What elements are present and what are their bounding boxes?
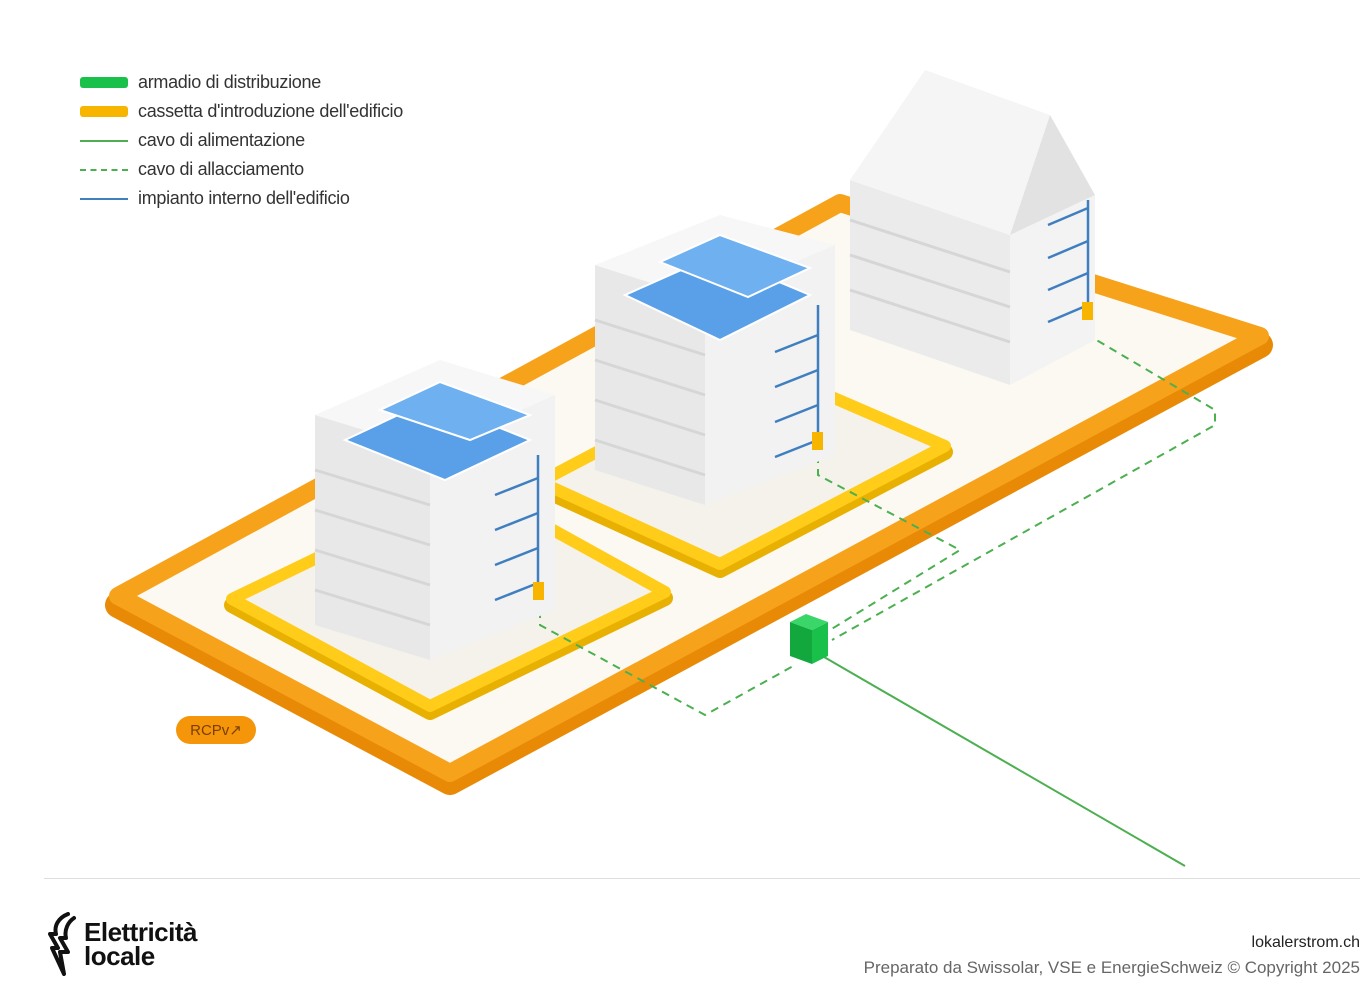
legend-item-entry-box: cassetta d'introduzione dell'edificio [80, 97, 403, 126]
copyright-text: Preparato da Swissolar, VSE e EnergieSch… [863, 958, 1360, 977]
website-link[interactable]: lokalerstrom.ch [1251, 934, 1360, 951]
brand-line2: locale [84, 941, 155, 971]
rcpv-badge[interactable]: RCPv↗ [176, 716, 256, 744]
building-entry-box-middle [812, 432, 823, 450]
building-middle [594, 215, 835, 505]
green-dashed-swatch [80, 168, 128, 171]
building-entry-box-left [533, 582, 544, 600]
legend-label: impianto interno dell'edificio [138, 188, 350, 208]
building-house [849, 70, 1095, 385]
brand-name: Elettricità locale [84, 917, 198, 971]
distribution-cabinet [790, 614, 828, 664]
lightning-plug-icon [48, 912, 76, 976]
legend-label: cavo di alimentazione [138, 130, 305, 150]
yellow-block-swatch [80, 106, 128, 117]
blue-line-swatch [80, 197, 128, 200]
legend-label: armadio di distribuzione [138, 72, 321, 92]
legend-label: cassetta d'introduzione dell'edificio [138, 101, 403, 121]
green-block-swatch [80, 77, 128, 88]
legend-item-internal-installation: impianto interno dell'edificio [80, 184, 403, 213]
legend-label: cavo di allacciamento [138, 159, 304, 179]
footer-info: lokalerstrom.ch Preparato da Swissolar, … [864, 934, 1360, 978]
supply-cable [811, 649, 1186, 867]
legend-item-supply-cable: cavo di alimentazione [80, 126, 403, 155]
legend: armadio di distribuzione cassetta d'intr… [80, 68, 403, 213]
brand-line1: Elettricità [84, 917, 198, 947]
building-entry-box-house [1082, 302, 1093, 320]
energy-community-diagram [105, 70, 1273, 867]
footer-divider [44, 878, 1360, 879]
connection-cables [539, 318, 1216, 717]
brand-logo: Elettricità locale [44, 912, 198, 976]
legend-item-distribution-cabinet: armadio di distribuzione [80, 68, 403, 97]
building-left [314, 360, 555, 660]
legend-item-connection-cable: cavo di allacciamento [80, 155, 403, 184]
green-line-swatch [80, 139, 128, 142]
